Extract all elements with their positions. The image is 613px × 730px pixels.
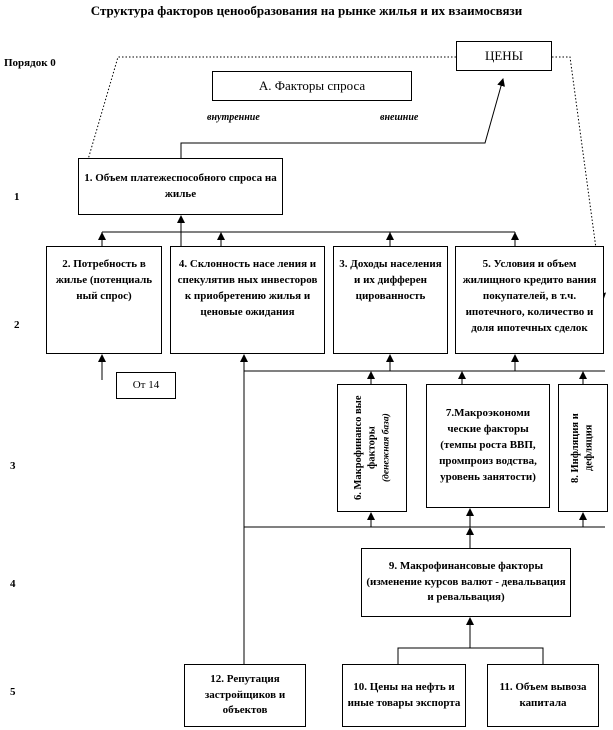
node-8-inflation: 8. Инфляция и дефляция — [558, 384, 608, 512]
node-5-credit-conditions: 5. Условия и объем жилищного кредито ван… — [455, 246, 604, 354]
level-label-1: 1 — [14, 191, 20, 203]
node-7-macroeconomic: 7.Макроэкономи ческие факторы (темпы рос… — [426, 384, 550, 508]
level-label-2: 2 — [14, 319, 20, 331]
node-9-exchange-rates: 9. Макрофинансовые факторы (изменение ку… — [361, 548, 571, 617]
node-11-capital-outflow: 11. Объем вывоза капитала — [487, 664, 599, 727]
node-6-title: 6. Макрофинансо вые факторы — [352, 395, 378, 501]
node-6-macrofinancial-monetary: 6. Макрофинансо вые факторы (денежная ба… — [337, 384, 407, 512]
node-2-housing-need: 2. Потребность в жилье (потенциаль ный с… — [46, 246, 162, 354]
level-label-3: 3 — [10, 460, 16, 472]
from-14-label: От 14 — [116, 372, 176, 399]
external-label: внешние — [380, 112, 419, 123]
internal-label: внутренние — [207, 112, 260, 123]
diagram-title: Структура факторов ценообразования на ры… — [90, 3, 523, 18]
prices-node: ЦЕНЫ — [456, 41, 552, 71]
node-6-subtitle: (денежная база) — [380, 413, 391, 483]
node-12-developer-reputation: 12. Репутация застройщиков и объектов — [184, 664, 306, 727]
node-4-propensity-expectations: 4. Склонность насе ления и спекулятив ны… — [170, 246, 325, 354]
node-3-incomes: 3. Доходы населения и их дифферен цирова… — [333, 246, 448, 354]
level-label-0: Порядок 0 — [4, 57, 56, 69]
level-label-5: 5 — [10, 686, 16, 698]
level-label-4: 4 — [10, 578, 16, 590]
node-10-export-prices: 10. Цены на нефть и иные товары экспорта — [342, 664, 466, 727]
node-1-effective-demand: 1. Объем платежеспособного спроса на жил… — [78, 158, 283, 215]
node-8-text: 8. Инфляция и дефляция — [570, 413, 595, 483]
demand-factors-header: А. Факторы спроса — [212, 71, 412, 101]
